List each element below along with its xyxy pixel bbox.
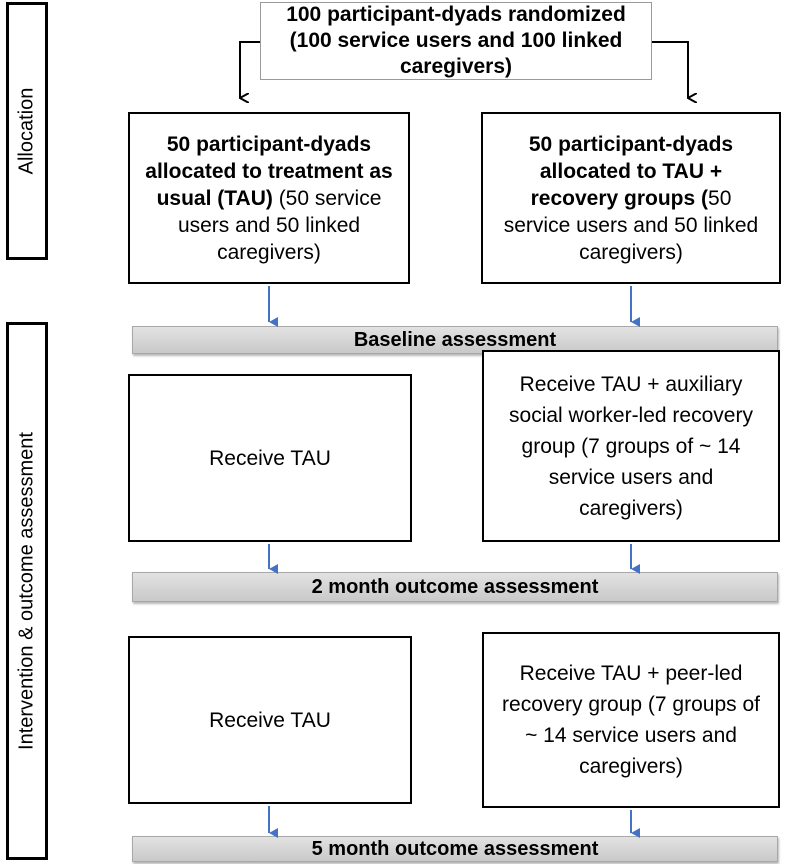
allocation-tau-detail: (50 service users and 50 linked caregive… [177, 186, 382, 264]
allocation-label: Allocation [15, 87, 38, 175]
phase1-tau-box: Receive TAU [128, 374, 412, 542]
phase1-recovery-box: Receive TAU + auxiliary social worker-le… [482, 350, 780, 542]
five-month-assessment-band: 5 month outcome assessment [132, 836, 778, 862]
allocation-tau-box: 50 participant-dyads allocated to treatm… [128, 112, 410, 284]
phase2-tau-label: Receive TAU [209, 708, 331, 732]
two-month-assessment-band: 2 month outcome assessment [132, 572, 778, 602]
arrow-to-tau [239, 41, 260, 98]
phase1-tau-label: Receive TAU [209, 446, 331, 470]
allocation-side-box: Allocation [6, 2, 48, 260]
baseline-assessment-band: Baseline assessment [132, 326, 778, 354]
five-month-assessment-label: 5 month outcome assessment [311, 837, 599, 860]
allocation-recovery-bold: 50 participant-dyads allocated to TAU + … [528, 132, 734, 210]
randomization-line2: (100 service users and 100 linked caregi… [289, 29, 623, 78]
two-month-assessment-label: 2 month outcome assessment [311, 575, 599, 598]
phase2-tau-box: Receive TAU [128, 636, 412, 804]
allocation-recovery-box: 50 participant-dyads allocated to TAU + … [481, 112, 781, 284]
intervention-side-box: Intervention & outcome assessment [6, 322, 48, 860]
arrow-to-recovery [652, 41, 688, 98]
baseline-assessment-label: Baseline assessment [353, 328, 557, 351]
intervention-label: Intervention & outcome assessment [15, 432, 38, 750]
randomization-box: 100 participant-dyads randomized (100 se… [260, 2, 652, 80]
phase2-recovery-box: Receive TAU + peer-led recovery group (7… [482, 632, 780, 808]
allocation-tau-bold: 50 participant-dyads allocated to treatm… [145, 132, 393, 210]
phase2-recovery-label: Receive TAU + peer-led recovery group (7… [502, 662, 760, 778]
allocation-recovery-detail: 50 service users and 50 linked caregiver… [503, 186, 759, 264]
phase1-recovery-label: Receive TAU + auxiliary social worker-le… [509, 372, 753, 520]
randomization-line1: 100 participant-dyads randomized [286, 3, 626, 26]
